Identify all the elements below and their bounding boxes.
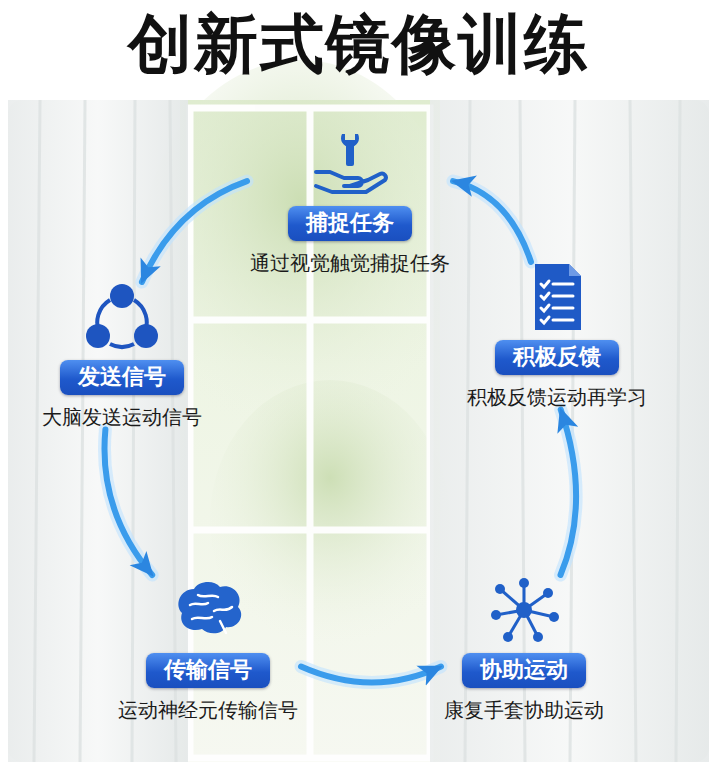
cycle-arrow <box>142 181 247 282</box>
step-heading: 积极反馈 <box>495 340 619 375</box>
cycle-arrow <box>301 667 441 683</box>
cycle-arrow <box>104 430 152 576</box>
diagram-title: 创新式镜像训练 <box>0 6 717 83</box>
step-node: 积极反馈积极反馈运动再学习 <box>464 262 650 410</box>
step-icon <box>484 575 564 645</box>
step-description: 运动神经元传输信号 <box>115 698 301 723</box>
step-icon <box>517 262 597 332</box>
connector-glow <box>453 181 531 262</box>
step-icon-shape <box>316 134 386 192</box>
step-icon-shape <box>86 284 158 348</box>
cycle-arrow <box>561 410 577 576</box>
step-heading: 协助运动 <box>462 653 586 688</box>
step-node: 发送信号大脑发送运动信号 <box>39 282 205 430</box>
step-icon-shape <box>535 264 581 330</box>
step-description: 积极反馈运动再学习 <box>464 385 650 410</box>
connector-glow <box>142 181 247 282</box>
step-icon <box>168 575 248 645</box>
step-icon <box>310 128 390 198</box>
step-description: 康复手套协助运动 <box>441 698 607 723</box>
step-description: 通过视觉触觉捕捉任务 <box>247 251 453 276</box>
step-node: 协助运动康复手套协助运动 <box>441 575 607 723</box>
step-heading: 传输信号 <box>146 653 270 688</box>
step-heading: 发送信号 <box>60 360 184 395</box>
connector-glow <box>301 667 441 683</box>
step-icon-shape <box>491 578 559 642</box>
connector-glow <box>561 410 577 576</box>
step-icon <box>82 282 162 352</box>
step-description: 大脑发送运动信号 <box>39 405 205 430</box>
connector-glow <box>104 430 152 576</box>
cycle-arrow <box>453 181 531 262</box>
step-node: 传输信号运动神经元传输信号 <box>115 575 301 723</box>
step-icon-shape <box>178 582 241 633</box>
step-heading: 捕捉任务 <box>288 206 412 241</box>
step-node: 捕捉任务通过视觉触觉捕捉任务 <box>247 128 453 276</box>
